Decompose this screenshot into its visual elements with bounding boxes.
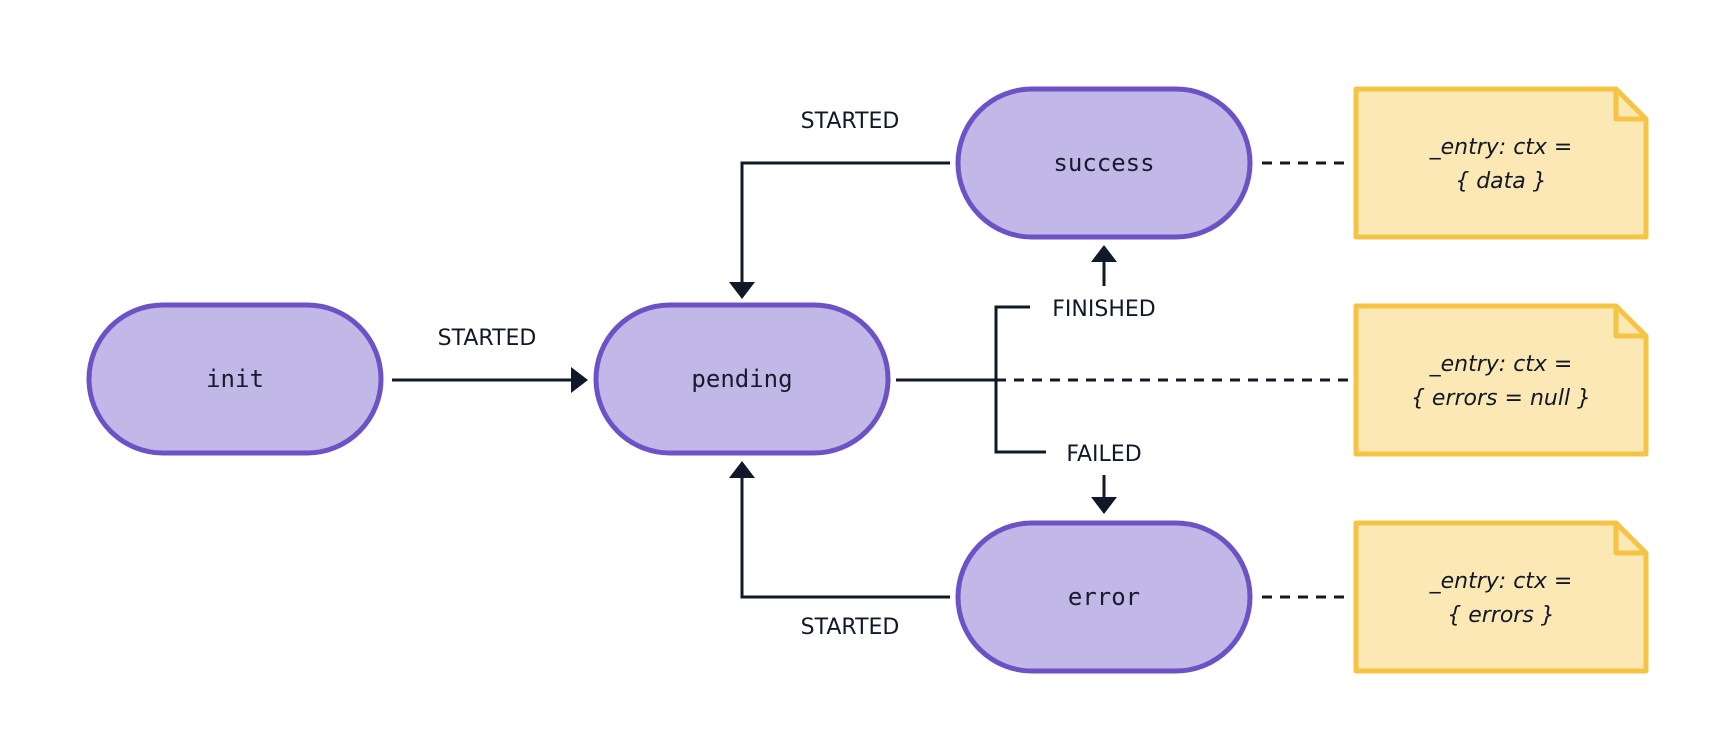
note-success: _entry: ctx = { data } [1353,86,1649,240]
state-success: success [955,86,1253,240]
note-error-line1: _entry: ctx = [1429,569,1573,594]
edge-init-to-pending [392,367,588,393]
note-pending-line2: { errors = null } [1411,386,1591,411]
state-init: init [86,302,384,456]
arrowhead-icon [729,282,755,299]
edge-pending-to-success [1091,245,1117,286]
arrowhead-icon [1091,497,1117,514]
edge-label-pending-to-success: FINISHED [1052,297,1155,322]
edge-label-init-to-pending: STARTED [438,326,537,351]
note-success-line2: { data } [1455,169,1547,194]
edge-label-pending-to-error: FAILED [1066,442,1141,467]
state-label-error: error [1068,583,1140,611]
note-success-line1: _entry: ctx = [1429,135,1573,160]
state-label-pending: pending [691,365,792,393]
arrowhead-icon [571,367,588,393]
state-pending: pending [593,302,891,456]
note-pending: _entry: ctx = { errors = null } [1353,303,1649,457]
note-error: _entry: ctx = { errors } [1353,520,1649,674]
state-label-success: success [1053,149,1154,177]
edge-pending-to-error [1091,475,1117,514]
arrowhead-icon [1091,245,1117,262]
arrowhead-icon [729,461,755,478]
note-pending-line1: _entry: ctx = [1429,352,1573,377]
state-error: error [955,520,1253,674]
edge-label-success-to-pending: STARTED [801,109,900,134]
edge-label-error-to-pending: STARTED [801,615,900,640]
note-error-line2: { errors } [1447,603,1555,628]
edge-success-to-pending [729,161,950,299]
edge-error-to-pending [729,461,950,599]
state-label-init: init [206,365,264,393]
